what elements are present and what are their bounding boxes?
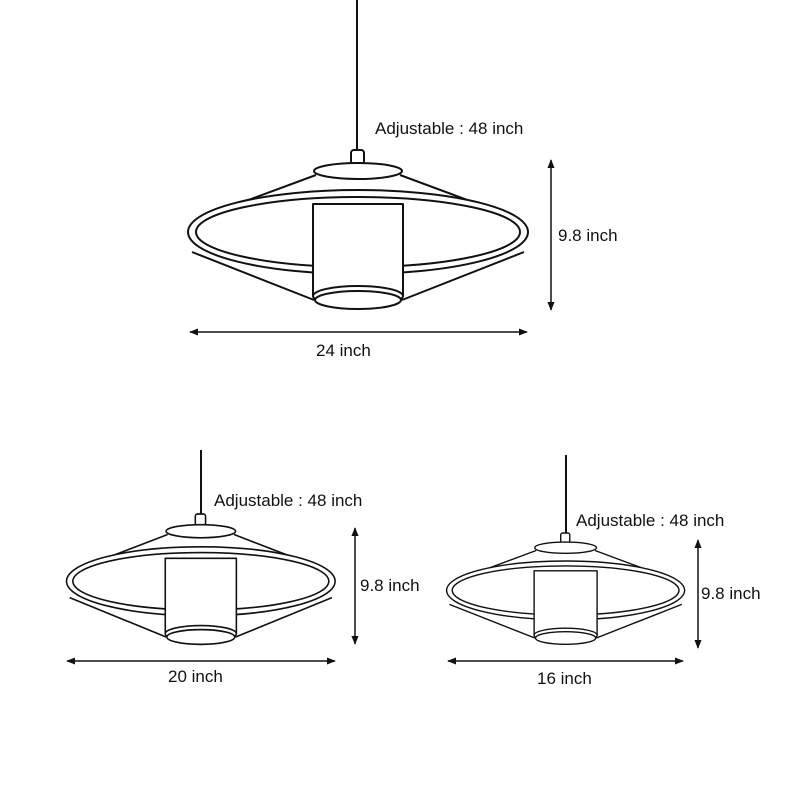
height-label-large: 9.8 inch bbox=[558, 226, 618, 245]
lamp-medium-icon bbox=[65, 513, 336, 646]
lamp-large-icon bbox=[187, 149, 529, 310]
height-label-small: 9.8 inch bbox=[701, 584, 761, 603]
height-label-medium: 9.8 inch bbox=[360, 576, 420, 595]
cord-label-small: Adjustable : 48 inch bbox=[576, 511, 725, 530]
width-label-large: 24 inch bbox=[316, 341, 371, 360]
cord-label-medium: Adjustable : 48 inch bbox=[214, 491, 363, 510]
width-label-medium: 20 inch bbox=[168, 667, 223, 686]
lamp-small-icon bbox=[445, 532, 686, 645]
width-label-small: 16 inch bbox=[537, 669, 592, 688]
cord-label-large: Adjustable : 48 inch bbox=[375, 119, 524, 138]
